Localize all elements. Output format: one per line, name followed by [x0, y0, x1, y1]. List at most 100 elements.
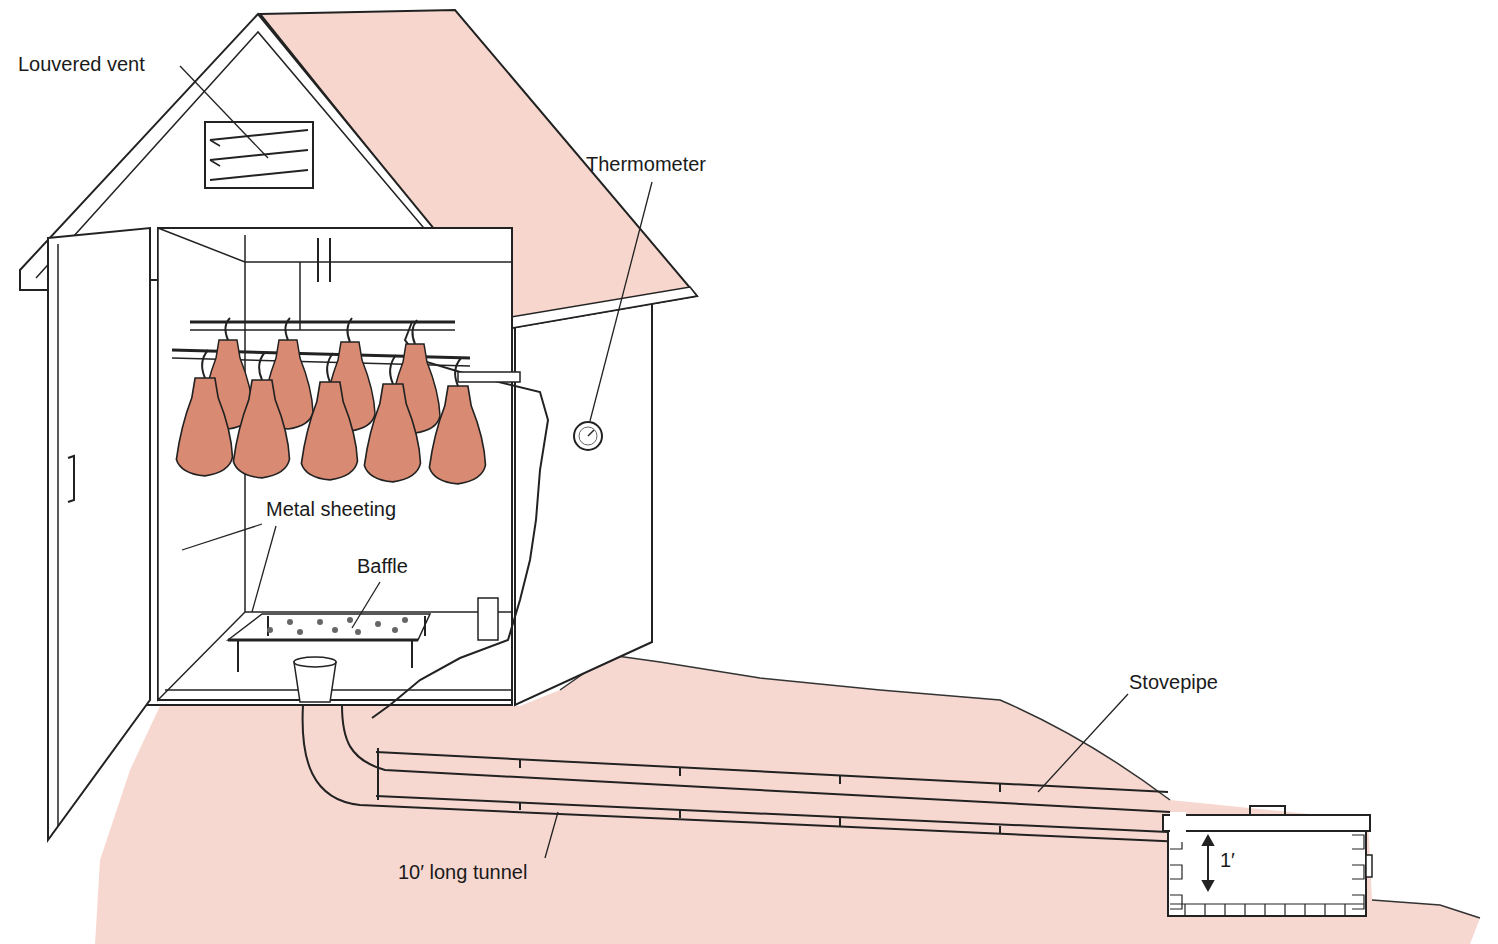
firebox-part-part [1185, 904, 1345, 916]
baffle-part [228, 639, 418, 642]
interior [158, 228, 548, 718]
baffle-part-part [287, 619, 293, 625]
louvered-vent-part [210, 160, 220, 166]
firebox-part [1170, 835, 1364, 916]
part-label: Baffle [355, 554, 410, 578]
louvered-vent-part [210, 140, 220, 146]
thermometer [574, 422, 602, 450]
part-label: Stovepipe [1127, 670, 1220, 694]
baffle-part-part [332, 627, 338, 633]
baffle-part-part [402, 617, 408, 623]
tunnel-part [342, 705, 1170, 812]
firebox-part [1167, 842, 1169, 916]
leader-lines-part [1038, 694, 1128, 792]
baffle [228, 614, 430, 672]
leader-lines-part [180, 66, 268, 158]
dimension-arrow-part [1203, 836, 1213, 845]
part-label: Metal sheeting [264, 497, 398, 521]
dimension-arrow [1203, 836, 1213, 890]
firebox-part-part [1170, 903, 1364, 904]
leader-lines-part [545, 812, 558, 858]
thermometer-part [579, 427, 597, 445]
hams-part-part [176, 378, 232, 476]
meat-hooks-part [202, 350, 208, 378]
meat-hooks-part [259, 352, 265, 380]
firebox-part [1366, 855, 1372, 877]
firebox-part-part [1352, 835, 1364, 909]
tunnel-part [520, 760, 1000, 792]
ground-part [560, 655, 1170, 800]
part-label: Louvered vent [16, 52, 147, 76]
interior-part [299, 262, 301, 330]
tunnel-part [376, 796, 1168, 832]
baffle-part-part [297, 629, 303, 635]
firebox-part [1250, 806, 1285, 815]
thermometer-part [574, 422, 602, 450]
firebox [1163, 806, 1372, 916]
hams-part [176, 378, 232, 476]
meat-hooks-part [327, 353, 333, 382]
side-wall-part [515, 300, 652, 705]
interior-part [372, 322, 548, 718]
meat-hooks-part [390, 355, 396, 384]
interior-part [165, 689, 512, 691]
baffle-part-part [392, 627, 398, 633]
meat-hooks-part [225, 318, 230, 340]
tunnel-part [520, 802, 1000, 834]
interior-part [245, 261, 512, 263]
louvered-vent-part [210, 130, 308, 140]
smoke-inlet-part [294, 662, 336, 702]
baffle-part-part [267, 627, 273, 633]
part-label: 1′ [1218, 848, 1237, 872]
hams-part-part [364, 384, 420, 482]
interior-part [244, 235, 246, 262]
interior-part [158, 228, 512, 700]
meat-hooks-part [455, 358, 461, 386]
meat-hooks-part [347, 318, 352, 342]
hams-part [429, 386, 485, 484]
hams-part [364, 384, 420, 482]
leader-lines-part [590, 182, 652, 421]
side-wall [515, 300, 652, 705]
baffle-part-part [375, 621, 381, 627]
dimension-arrow-part [1207, 842, 1209, 884]
smoke-inlet-part [294, 657, 336, 667]
tunnel [303, 705, 1185, 842]
baffle-part [267, 616, 269, 636]
tunnel-part [303, 705, 1185, 842]
baffle-part [228, 614, 430, 640]
ground-part [95, 655, 1480, 944]
leader-lines-part [352, 582, 380, 628]
part-label: 10′ long tunnel [396, 860, 529, 884]
ground [95, 655, 1480, 944]
meat-hooks [202, 318, 461, 386]
baffle-part [424, 616, 426, 636]
louvered-vent-part [210, 170, 308, 180]
meat-rods-part [458, 372, 520, 382]
firebox-part [1168, 828, 1366, 916]
ground-part [1372, 900, 1480, 918]
hams-part [301, 382, 357, 480]
louvered-vent-part [210, 150, 308, 160]
leader-lines [180, 66, 1128, 858]
door-part [48, 228, 150, 840]
dimension-arrow-part [1203, 881, 1213, 890]
thermometer-part [588, 430, 594, 436]
louvered-vent [205, 122, 313, 188]
smoke-inlet [294, 657, 336, 702]
roof-part [505, 287, 697, 328]
door-part [68, 456, 74, 502]
meat-hooks-part [285, 318, 290, 340]
firebox-part-part [1170, 835, 1182, 909]
hams-part-part [301, 382, 357, 480]
door-part [57, 244, 59, 826]
baffle-part [267, 617, 408, 635]
leader-lines-part [182, 524, 262, 550]
part-label: Thermometer [584, 152, 708, 176]
interior-part [245, 611, 512, 613]
hams-part-part [429, 386, 485, 484]
tunnel-part [376, 752, 1168, 792]
meat-hooks-part [412, 320, 417, 344]
